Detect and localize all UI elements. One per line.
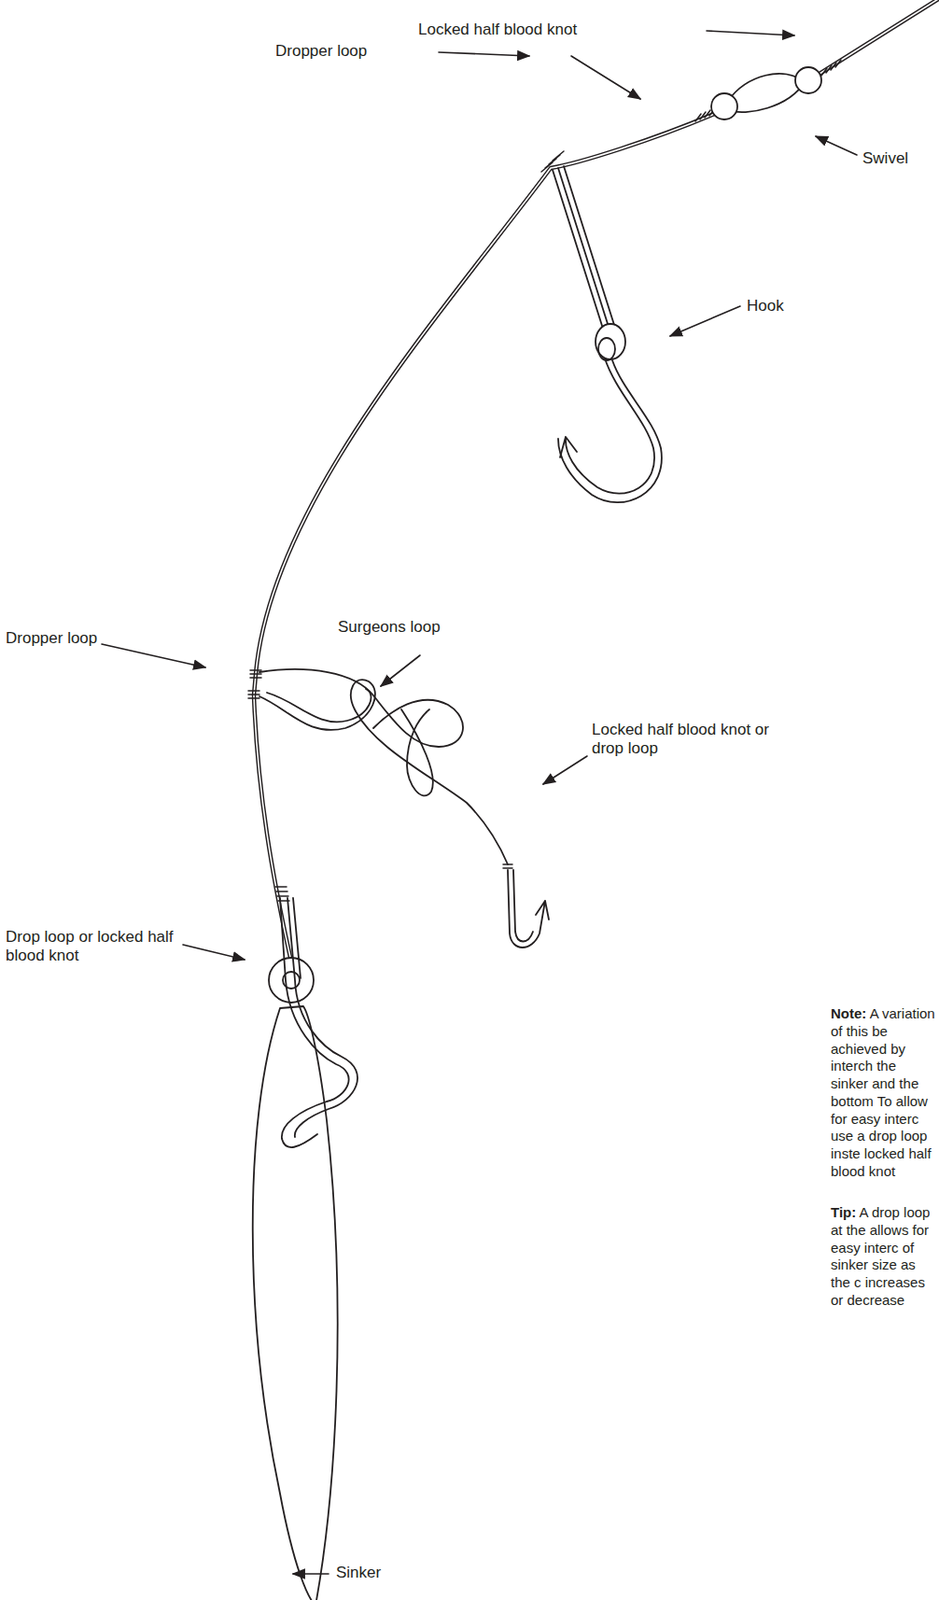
note-block: Tip: A drop loop at the allows for easy … — [830, 1204, 936, 1310]
upper-hook — [552, 166, 662, 503]
part-label: Locked half blood knot or drop loop — [591, 720, 788, 759]
main-line — [253, 0, 939, 962]
part-label: Dropper loop — [5, 629, 98, 648]
surgeons-loop — [259, 669, 549, 948]
part-label: Sinker — [336, 1563, 381, 1583]
note-text: A variation of this be achieved by inter… — [830, 1005, 936, 1179]
part-label: Dropper loop — [275, 42, 367, 61]
callout-arrows — [101, 30, 857, 1574]
note-block: Note: A variation of this be achieved by… — [830, 1005, 936, 1181]
sinker — [252, 897, 358, 1600]
note-heading: Note: — [830, 1005, 867, 1022]
part-label: Surgeons loop — [337, 617, 441, 637]
note-heading: Tip: — [830, 1204, 856, 1220]
part-label: Drop loop or locked half blood knot — [5, 927, 174, 967]
part-label: Swivel — [862, 149, 909, 169]
part-label: Hook — [746, 296, 785, 316]
part-label: Locked half blood knot — [418, 20, 577, 40]
swivel — [711, 67, 822, 120]
knot-wraps — [248, 59, 841, 901]
